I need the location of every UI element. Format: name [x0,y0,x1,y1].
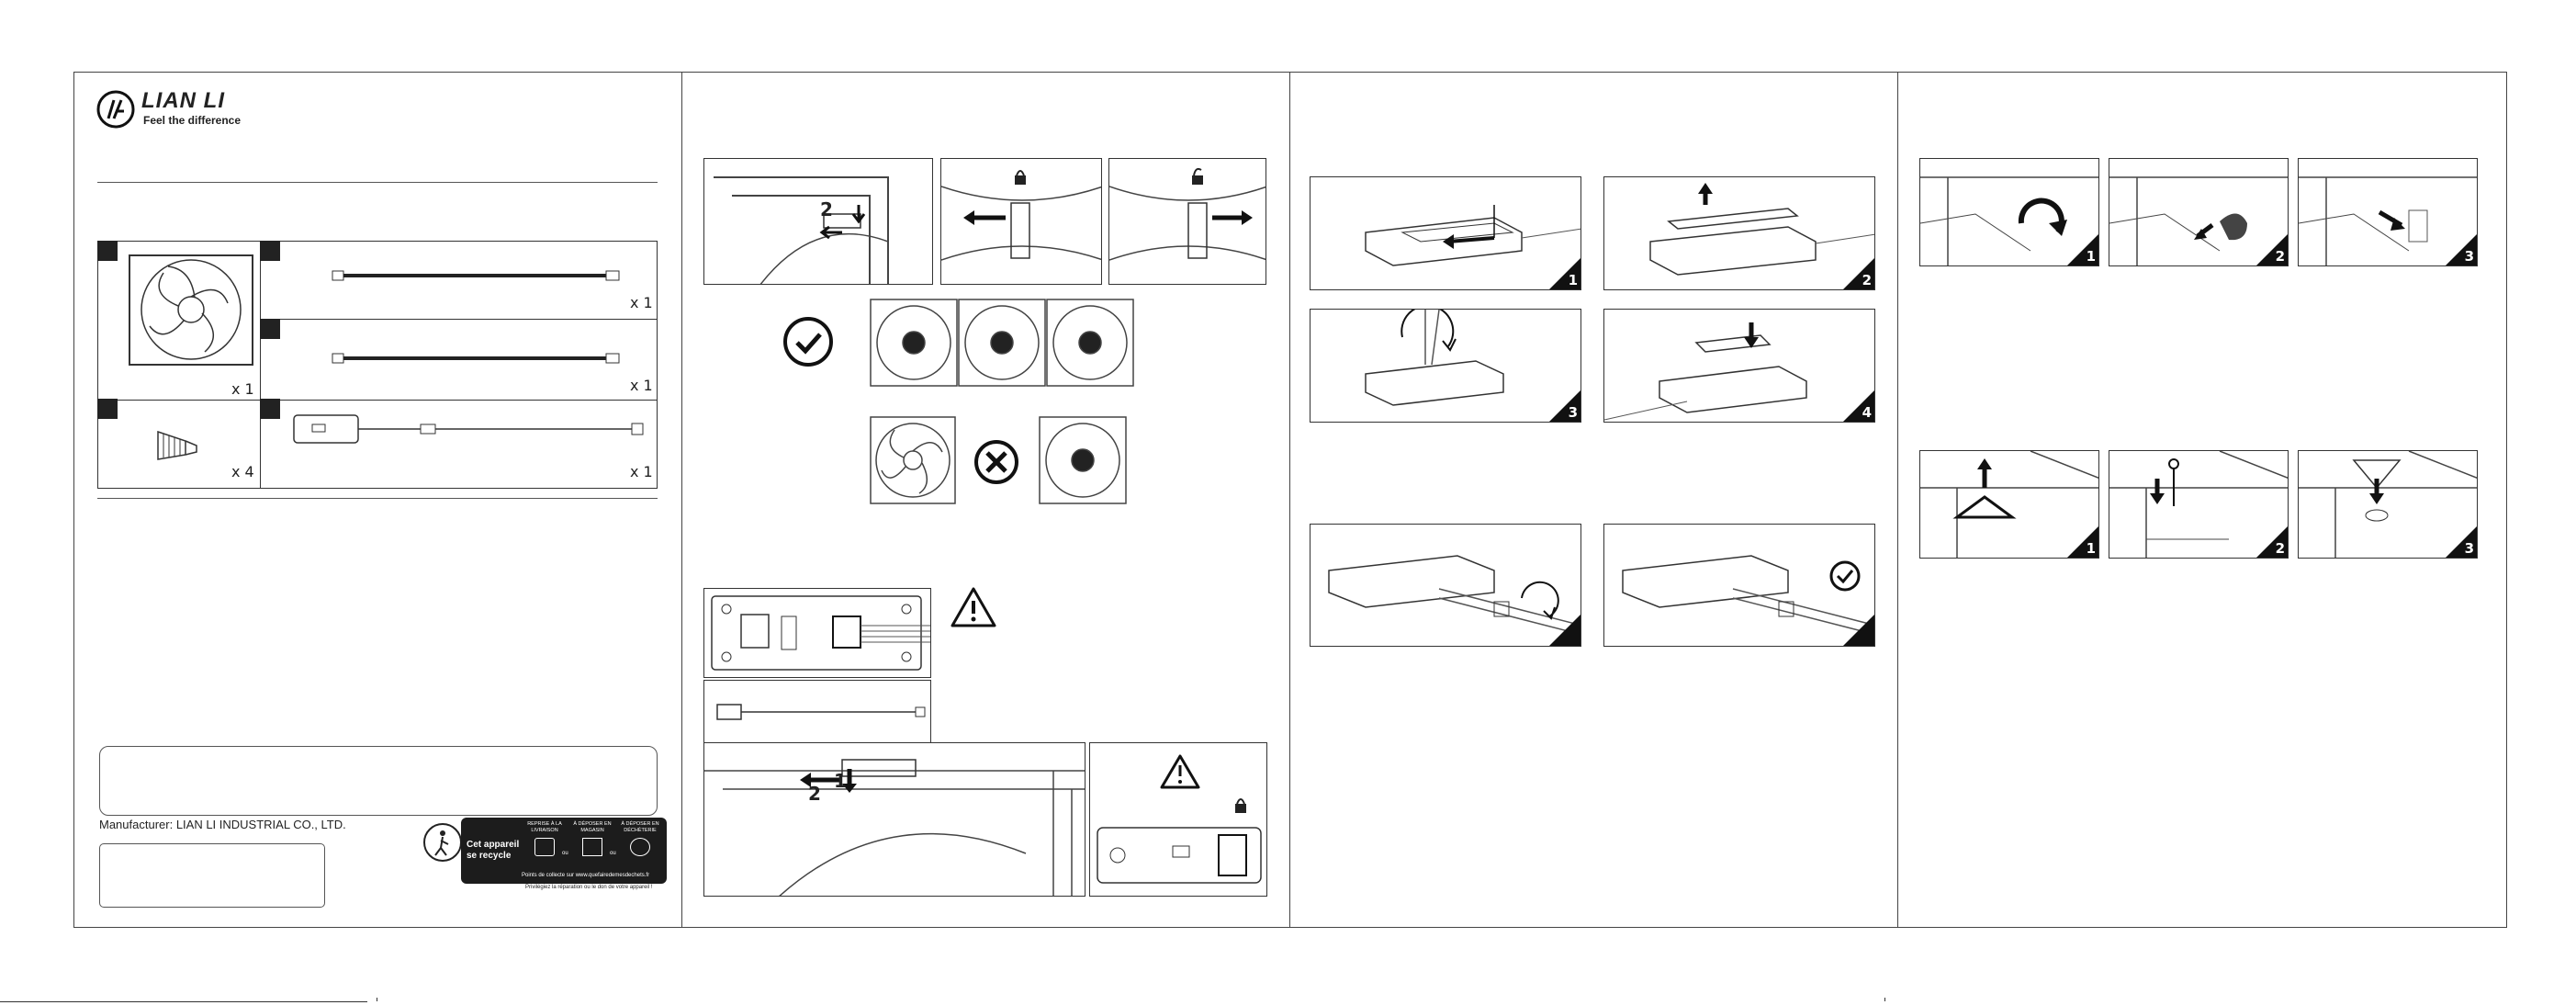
cable-illustration [331,349,624,367]
arrow-label-1: 1 [834,770,847,792]
cable-a-qty: x 1 [630,294,653,311]
step-number: 2 [2275,540,2285,557]
step-number: 2 [1862,272,1872,288]
arrow-label-2: 2 [820,198,833,220]
item-marker [97,241,118,261]
lianli-logo-icon [96,90,135,129]
recycle-option-2: À DÉPOSER EN MAGASIN [573,821,612,833]
step-image-unlock [1108,158,1266,285]
divider [97,182,658,183]
step-image-3-4: 4 [1603,309,1875,423]
check-icon [782,316,834,367]
recycle-person-icon [422,822,463,863]
recycle-footer-2: Privilégiez la réparation ou le don de v… [525,885,653,890]
controller-cable-detail [703,680,931,746]
step-image-lock [940,158,1102,285]
recycle-or-1: ou [562,851,568,856]
fan-wrong-left [869,415,957,507]
recycle-footer-1: Points de collecte sur www.quefairedemes… [522,873,650,878]
fan-qty: x 1 [231,380,254,398]
step-number: 3 [2464,248,2474,265]
step-image-cable-done [1603,524,1875,647]
step-image-lock-detail [1089,742,1267,897]
item-marker [97,399,118,419]
cable-b-qty: x 1 [630,377,653,394]
truck-icon [534,838,555,856]
recycle-option-3: À DÉPOSER EN DÉCHÈTERIE [621,821,659,833]
recycle-option-1: REPRISE À LA LIVRAISON [527,821,562,833]
step-image-3-1: 1 [1310,176,1581,290]
step-image-3-2: 2 [1603,176,1875,290]
manual-sheet [73,72,2507,928]
step-image-3-3: 3 [1310,309,1581,423]
divider [97,498,658,499]
fan-row-correct [869,298,1135,390]
cut-mark [377,998,381,1001]
item-marker [260,319,280,339]
cut-mark [1884,998,1889,1001]
item-marker [260,241,280,261]
step-number: 4 [1862,404,1872,421]
step-number: 2 [2275,248,2285,265]
step-image-4-5: 2 [2109,450,2289,559]
cross-icon [973,439,1019,485]
panel-divider [1289,72,1290,928]
screws-qty: x 4 [231,463,254,480]
controller-illustration [292,412,650,457]
panel-divider [1897,72,1898,928]
arrow-label-2b: 2 [808,783,821,805]
item-marker [260,399,280,419]
step-image-4-6: 3 [2298,450,2478,559]
fan-wrong-right [1038,415,1128,507]
cable-illustration [331,266,624,285]
address-box [99,843,325,908]
brand-tagline: Feel the difference [143,114,242,127]
step-number: 3 [1568,404,1578,421]
step-number: 1 [2086,540,2096,557]
controller-detail [703,588,931,678]
controller-qty: x 1 [630,463,653,480]
fan-illustration [127,253,255,367]
step-image-cable-route [1310,524,1581,647]
manufacturer-text: Manufacturer: LIAN LI INDUSTRIAL CO., LT… [99,818,346,831]
cut-mark [0,1001,367,1002]
step-number: 1 [1568,272,1578,288]
step-image-4-1: 1 [1919,158,2099,266]
info-box [99,746,658,816]
store-icon [582,838,602,856]
step-number: 1 [2086,248,2096,265]
recycle-headline: Cet appareil se recycle [467,840,520,861]
recycling-center-icon [630,838,650,856]
panel-divider [681,72,682,928]
step-image-install [703,742,1086,897]
brand-logo [96,89,136,130]
screw-illustration [149,423,204,469]
warning-icon [950,586,997,628]
step-image-4-4: 1 [1919,450,2099,559]
step-image-slide [703,158,933,285]
recycle-label: Cet appareil se recycle REPRISE À LA LIV… [461,818,667,884]
recycle-or-2: ou [610,851,616,856]
step-image-4-3: 3 [2298,158,2478,266]
brand-name: LIAN LI [141,88,225,113]
step-number: 3 [2464,540,2474,557]
step-image-4-2: 2 [2109,158,2289,266]
